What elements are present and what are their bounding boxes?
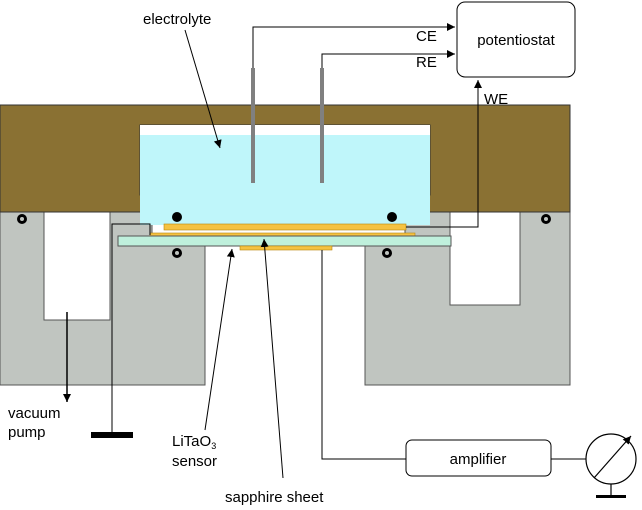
re-wire bbox=[321, 50, 455, 68]
electrolyte-label: electrolyte bbox=[143, 11, 211, 28]
ground-icon bbox=[91, 432, 133, 438]
sensor-pointer bbox=[204, 248, 235, 431]
sapphire-sheet-label: sapphire sheet bbox=[225, 489, 324, 506]
sapphire-pointer bbox=[260, 238, 284, 479]
ce-wire bbox=[252, 23, 455, 68]
sensor-formula-subscript: 3 bbox=[211, 441, 216, 451]
we-wire bbox=[406, 80, 482, 228]
sensor-formula-main: LiTaO bbox=[172, 433, 211, 450]
potentiostat-box bbox=[456, 1, 576, 78]
reference-electrode-rod bbox=[320, 68, 324, 183]
sensor-label-line1: LiTaO3 bbox=[172, 433, 216, 451]
signal-wire bbox=[321, 250, 406, 460]
voltmeter-icon bbox=[585, 433, 637, 498]
electrolyte-pointer bbox=[184, 29, 222, 149]
amplifier-label: amplifier bbox=[450, 451, 507, 468]
vacuum-pump-label-line2: pump bbox=[8, 424, 46, 441]
sapphire-sheet bbox=[117, 235, 452, 247]
working-electrode-layer bbox=[163, 223, 407, 231]
o-rings bbox=[17, 212, 551, 258]
we-label: WE bbox=[484, 91, 508, 108]
electrolyte-top-gap bbox=[140, 125, 430, 135]
sensor-label-line2: sensor bbox=[172, 453, 217, 470]
re-label: RE bbox=[416, 54, 437, 71]
left-clamp-cavity bbox=[43, 211, 111, 321]
o-ring bbox=[387, 212, 397, 222]
o-ring bbox=[172, 212, 182, 222]
amplifier-box bbox=[405, 439, 552, 477]
ground-wire bbox=[111, 223, 151, 432]
electrolyte-volume bbox=[140, 135, 430, 225]
counter-electrode-rod bbox=[251, 68, 255, 183]
sensor-lower-electrode bbox=[239, 245, 333, 251]
potentiostat-label: potentiostat bbox=[477, 32, 555, 49]
right-clamp-cavity bbox=[449, 211, 521, 306]
vacuum-pump-label-line1: vacuum bbox=[8, 405, 61, 422]
ce-label: CE bbox=[416, 28, 437, 45]
